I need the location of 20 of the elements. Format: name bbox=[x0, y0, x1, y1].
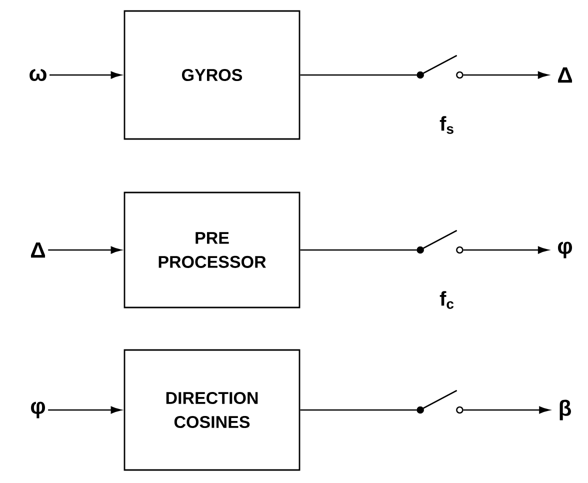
arrow bbox=[48, 246, 122, 254]
arrow bbox=[50, 71, 122, 79]
switch-symbol bbox=[416, 390, 464, 414]
signal-symbol: Δ bbox=[558, 67, 572, 83]
process-box: DIRECTION COSINES bbox=[124, 349, 300, 471]
switch-symbol bbox=[416, 54, 464, 79]
signal-symbol: Δ bbox=[31, 242, 46, 258]
arrow bbox=[463, 71, 548, 79]
signal-symbol: ω bbox=[30, 68, 46, 82]
switch-symbol bbox=[416, 230, 464, 254]
signal-symbol: φ bbox=[558, 242, 572, 258]
arrow bbox=[48, 406, 122, 414]
signal-symbol: φ bbox=[31, 402, 46, 418]
process-box: PRE PROCESSOR bbox=[124, 192, 300, 308]
signal-symbol: β bbox=[560, 400, 571, 420]
switch-label: f$_{s}$ bbox=[440, 116, 454, 134]
arrow bbox=[463, 246, 548, 254]
arrow bbox=[463, 406, 550, 414]
switch-label: f$_{c}$ bbox=[440, 291, 454, 309]
process-box: GYROS bbox=[124, 10, 300, 140]
